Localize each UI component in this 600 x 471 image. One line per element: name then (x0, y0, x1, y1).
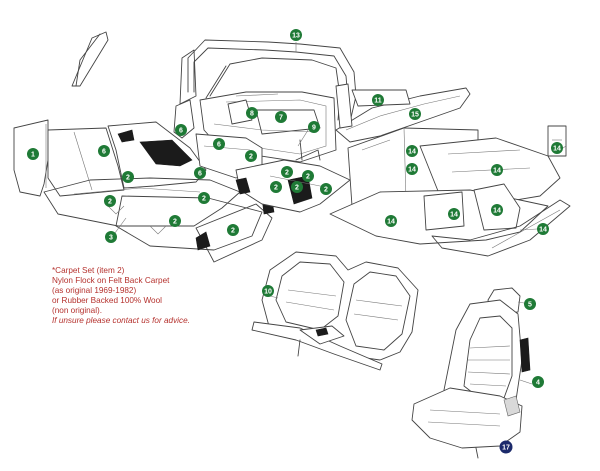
svg-text:14: 14 (539, 227, 547, 234)
callout-c11[interactable]: 11 (372, 94, 384, 106)
callout-c17[interactable]: 17 (499, 440, 513, 454)
door-frame-outline (187, 39, 357, 163)
svg-text:8: 8 (250, 111, 254, 118)
callout-c6b[interactable]: 6 (98, 145, 110, 157)
callout-c5[interactable]: 5 (524, 298, 536, 310)
callout-c6a[interactable]: 6 (175, 124, 187, 136)
pillar-trim (71, 31, 197, 139)
svg-text:11: 11 (374, 98, 382, 105)
callout-c2j[interactable]: 2 (169, 215, 181, 227)
svg-text:4: 4 (536, 380, 540, 387)
callout-c3[interactable]: 3 (105, 231, 117, 243)
boot-trim-assembly (329, 125, 571, 257)
carpet-set-note: *Carpet Set (item 2) Nylon Flock on Felt… (52, 266, 272, 326)
svg-text:2: 2 (249, 154, 253, 161)
svg-text:2: 2 (126, 175, 130, 182)
callout-c10[interactable]: 10 (262, 285, 274, 297)
callout-c13[interactable]: 13 (290, 29, 302, 41)
callout-c14h[interactable]: 14 (537, 223, 549, 235)
svg-text:2: 2 (295, 185, 299, 192)
callout-c2i[interactable]: 2 (198, 192, 210, 204)
svg-text:14: 14 (387, 219, 395, 226)
note-line-4: or Rubber Backed 100% Wool (52, 296, 162, 305)
svg-text:6: 6 (217, 142, 221, 149)
svg-text:2: 2 (274, 185, 278, 192)
note-line-2: Nylon Flock on Felt Back Carpet (52, 276, 170, 285)
callout-c2a[interactable]: 2 (245, 150, 257, 162)
svg-text:2: 2 (173, 219, 177, 226)
callout-c2c[interactable]: 2 (281, 166, 293, 178)
callout-c7[interactable]: 7 (275, 111, 287, 123)
svg-text:13: 13 (292, 33, 300, 40)
callout-c14g[interactable]: 14 (385, 215, 397, 227)
svg-text:14: 14 (493, 208, 501, 215)
centre-console (195, 133, 351, 213)
svg-text:5: 5 (528, 302, 532, 309)
callout-c8[interactable]: 8 (246, 107, 258, 119)
svg-text:2: 2 (324, 187, 328, 194)
svg-text:1: 1 (31, 152, 35, 159)
callout-c2f[interactable]: 2 (291, 181, 303, 193)
svg-text:2: 2 (108, 199, 112, 206)
note-line-5: (non original). (52, 306, 103, 315)
callout-c2b[interactable]: 2 (122, 171, 134, 183)
callout-c9[interactable]: 9 (308, 121, 320, 133)
callout-c1[interactable]: 1 (27, 148, 39, 160)
svg-text:6: 6 (179, 128, 183, 135)
svg-text:14: 14 (553, 146, 561, 153)
svg-text:3: 3 (109, 235, 113, 242)
svg-text:14: 14 (408, 149, 416, 156)
svg-text:2: 2 (202, 196, 206, 203)
svg-text:14: 14 (450, 212, 458, 219)
svg-text:9: 9 (312, 125, 316, 132)
callout-c14e[interactable]: 14 (448, 208, 460, 220)
svg-text:6: 6 (198, 171, 202, 178)
note-line-3: (as original 1969-1982) (52, 286, 137, 295)
callout-c6d[interactable]: 6 (194, 167, 206, 179)
svg-text:14: 14 (408, 167, 416, 174)
svg-text:10: 10 (264, 289, 272, 296)
callout-c14d[interactable]: 14 (491, 164, 503, 176)
svg-text:2: 2 (231, 228, 235, 235)
svg-text:2: 2 (285, 170, 289, 177)
callout-c14b[interactable]: 14 (406, 145, 418, 157)
callout-c2g[interactable]: 2 (320, 183, 332, 195)
svg-text:7: 7 (279, 115, 283, 122)
front-bucket-seat (411, 287, 531, 459)
svg-text:6: 6 (102, 149, 106, 156)
callout-c4[interactable]: 4 (532, 376, 544, 388)
svg-text:14: 14 (493, 168, 501, 175)
callout-c15[interactable]: 15 (409, 108, 421, 120)
floor-carpet-assembly (43, 121, 275, 263)
callout-c14a[interactable]: 14 (551, 142, 563, 154)
rear-bench-seat (251, 251, 419, 371)
callout-c2h[interactable]: 2 (104, 195, 116, 207)
callout-c2k[interactable]: 2 (227, 224, 239, 236)
callout-c2d[interactable]: 2 (302, 170, 314, 182)
svg-text:17: 17 (502, 445, 510, 452)
note-line-6: If unsure please contact us for advice. (52, 316, 190, 325)
svg-text:2: 2 (306, 174, 310, 181)
callout-c14f[interactable]: 14 (491, 204, 503, 216)
callout-c2e[interactable]: 2 (270, 181, 282, 193)
callout-c14c[interactable]: 14 (406, 163, 418, 175)
note-line-1: *Carpet Set (item 2) (52, 266, 125, 275)
svg-text:15: 15 (411, 112, 419, 119)
callout-c6c[interactable]: 6 (213, 138, 225, 150)
